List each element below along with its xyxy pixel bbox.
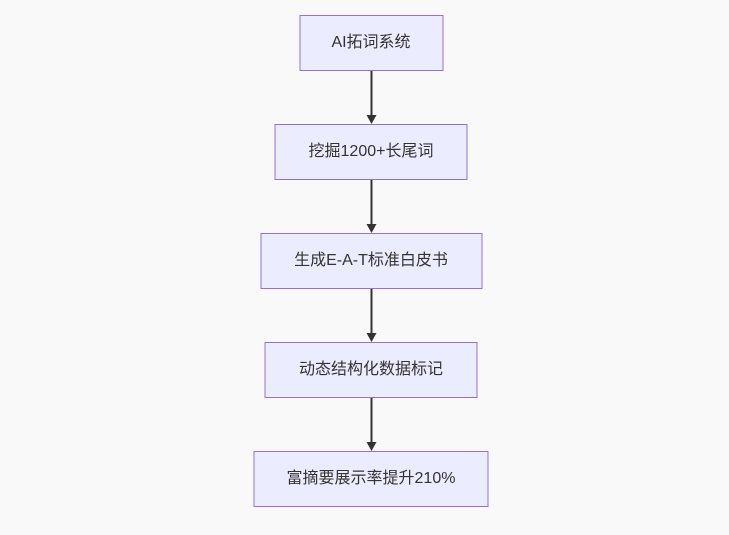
flowchart-node-eat-whitepaper: 生成E-A-T标准白皮书 [260, 233, 482, 289]
edge-line [370, 71, 372, 115]
edge-line [370, 398, 372, 442]
arrow-down-icon [366, 333, 376, 342]
arrow-down-icon [366, 115, 376, 124]
edge-arrow-1 [363, 71, 379, 124]
arrow-down-icon [366, 442, 376, 451]
flowchart-node-ai-system: AI拓词系统 [299, 15, 443, 71]
flowchart-node-longtail-keywords: 挖掘1200+长尾词 [274, 124, 468, 180]
edge-line [370, 289, 372, 333]
flowchart-column: AI拓词系统 挖掘1200+长尾词 生成E-A-T标准白皮书 动态结构化数据标记… [253, 15, 489, 507]
flowchart-node-structured-data: 动态结构化数据标记 [264, 342, 478, 398]
edge-arrow-3 [363, 289, 379, 342]
flowchart-node-rich-snippet-rate: 富摘要展示率提升210% [253, 451, 489, 507]
arrow-down-icon [366, 224, 376, 233]
edge-arrow-2 [363, 180, 379, 233]
edge-arrow-4 [363, 398, 379, 451]
edge-line [370, 180, 372, 224]
